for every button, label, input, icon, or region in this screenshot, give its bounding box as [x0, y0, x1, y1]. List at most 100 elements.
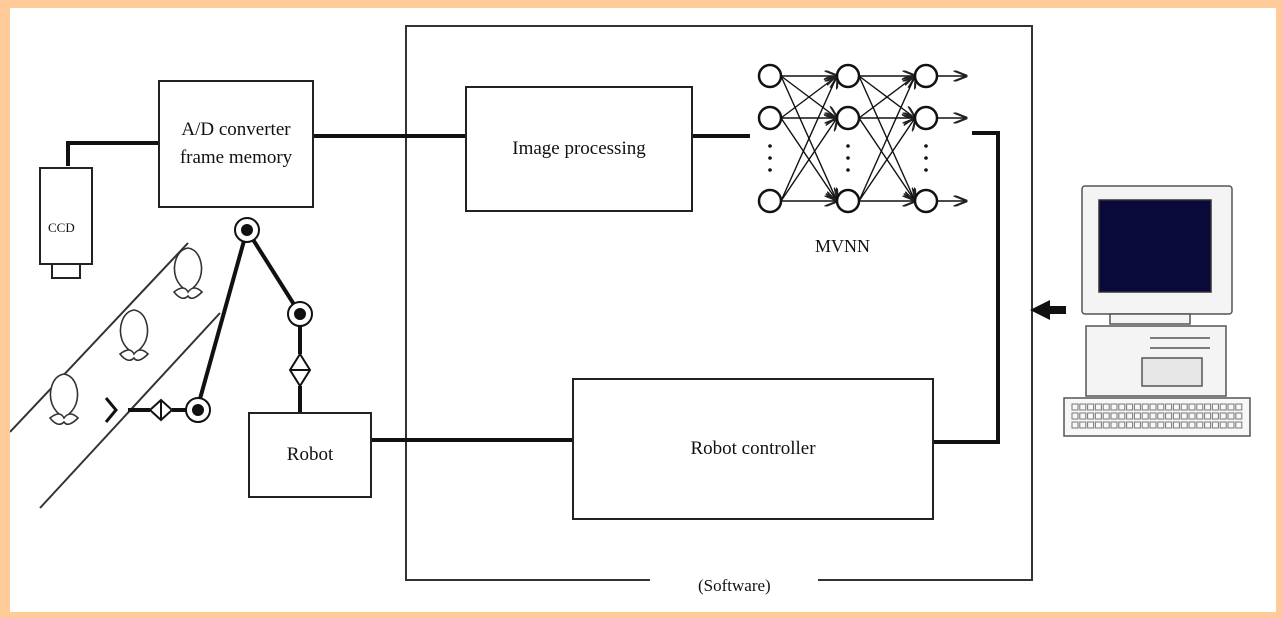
mvnn-edge — [858, 118, 915, 202]
software-label: (Software) — [698, 576, 771, 595]
mvnn-node — [913, 63, 939, 89]
keyboard-key — [1196, 412, 1204, 420]
keyboard-key — [1196, 421, 1204, 429]
keyboard-key — [1087, 403, 1095, 411]
mvnn-ellipsis-dot — [924, 156, 928, 160]
mvnn-connections — [780, 76, 966, 202]
frame-memory-label: frame memory — [179, 147, 293, 168]
mvnn-edge — [780, 118, 837, 202]
ccd-label: CCD — [48, 220, 75, 235]
mvnn-edge — [780, 76, 837, 202]
keyboard-key — [1180, 421, 1188, 429]
mvnn-node — [757, 105, 783, 131]
image-processing-box: Image processing — [465, 86, 693, 212]
keyboard-key — [1133, 403, 1141, 411]
robot-arm-joint-icon — [148, 217, 313, 423]
keyboard-key — [1110, 412, 1118, 420]
keyboard-key — [1188, 412, 1196, 420]
robot-controller-box: Robot controller — [572, 378, 934, 520]
diagram-canvas: A/D converter frame memory CCD Image pro… — [10, 8, 1276, 612]
keyboard-key — [1110, 421, 1118, 429]
keyboard-key — [1196, 403, 1204, 411]
mvnn-edge — [858, 76, 915, 202]
keyboard-key — [1157, 421, 1165, 429]
arrow-left-icon — [1030, 300, 1066, 320]
keyboard-key — [1118, 403, 1126, 411]
mvnn-ellipsis-dot — [846, 144, 850, 148]
keyboard-keys — [1071, 403, 1243, 429]
keyboard-key — [1180, 412, 1188, 420]
keyboard-key — [1094, 421, 1102, 429]
robot-box: Robot — [248, 412, 372, 498]
connector-lines — [66, 131, 1000, 444]
keyboard-key — [1165, 403, 1173, 411]
mvnn-to-controller-line — [934, 131, 1000, 444]
keyboard-key — [1219, 421, 1227, 429]
keyboard-key — [1071, 412, 1079, 420]
keyboard-key — [1227, 403, 1235, 411]
keyboard-key — [1204, 421, 1212, 429]
keyboard-key — [1235, 421, 1243, 429]
keyboard-key — [1118, 412, 1126, 420]
keyboard-key — [1180, 403, 1188, 411]
ad-converter-box: A/D converter frame memory — [158, 80, 314, 208]
keyboard-key — [1235, 412, 1243, 420]
keyboard-key — [1211, 421, 1219, 429]
computer-icon — [1063, 185, 1251, 437]
mvnn-ellipsis-dot — [846, 168, 850, 172]
mvnn-node — [757, 188, 783, 214]
keyboard-key — [1079, 403, 1087, 411]
ccd-camera-icon — [39, 167, 93, 279]
robot-controller-label: Robot controller — [690, 438, 816, 460]
mvnn-node — [913, 188, 939, 214]
keyboard-key — [1227, 412, 1235, 420]
keyboard-key — [1079, 412, 1087, 420]
keyboard-key — [1165, 412, 1173, 420]
mvnn-ellipsis-dot — [924, 168, 928, 172]
keyboard-key — [1071, 421, 1079, 429]
keyboard-key — [1157, 412, 1165, 420]
keyboard-key — [1133, 412, 1141, 420]
keyboard-key — [1102, 403, 1110, 411]
keyboard-key — [1157, 403, 1165, 411]
keyboard-key — [1141, 403, 1149, 411]
keyboard-key — [1204, 403, 1212, 411]
mvnn-ellipsis-dot — [768, 144, 772, 148]
keyboard-key — [1188, 421, 1196, 429]
robot-label: Robot — [286, 444, 334, 466]
keyboard-key — [1126, 421, 1134, 429]
keyboard-key — [1141, 412, 1149, 420]
keyboard-key — [1071, 403, 1079, 411]
mvnn-node — [835, 63, 861, 89]
mvnn-ellipsis-dot — [846, 156, 850, 160]
keyboard-key — [1149, 421, 1157, 429]
mvnn-node — [835, 188, 861, 214]
keyboard-key — [1204, 412, 1212, 420]
keyboard-key — [1219, 403, 1227, 411]
software-frame — [405, 25, 1033, 581]
keyboard-key — [1149, 412, 1157, 420]
strawberry-icon — [48, 373, 80, 426]
keyboard-key — [1087, 421, 1095, 429]
keyboard-key — [1133, 421, 1141, 429]
keyboard-key — [1172, 403, 1180, 411]
keyboard-key — [1102, 421, 1110, 429]
keyboard-key — [1079, 421, 1087, 429]
keyboard-key — [1165, 421, 1173, 429]
strawberry-icon — [172, 247, 204, 300]
keyboard-key — [1126, 412, 1134, 420]
keyboard-key — [1087, 412, 1095, 420]
image-processing-label: Image processing — [512, 138, 646, 160]
keyboard-key — [1219, 412, 1227, 420]
keyboard-key — [1126, 403, 1134, 411]
keyboard-key — [1227, 421, 1235, 429]
keyboard-key — [1094, 412, 1102, 420]
keyboard-key — [1172, 421, 1180, 429]
keyboard-key — [1235, 403, 1243, 411]
keyboard-key — [1141, 421, 1149, 429]
ad-converter-label: A/D converter — [181, 119, 291, 141]
keyboard-key — [1094, 403, 1102, 411]
mvnn-ellipsis-dot — [924, 144, 928, 148]
mvnn-node — [757, 63, 783, 89]
mvnn-ellipsis-dot — [768, 168, 772, 172]
